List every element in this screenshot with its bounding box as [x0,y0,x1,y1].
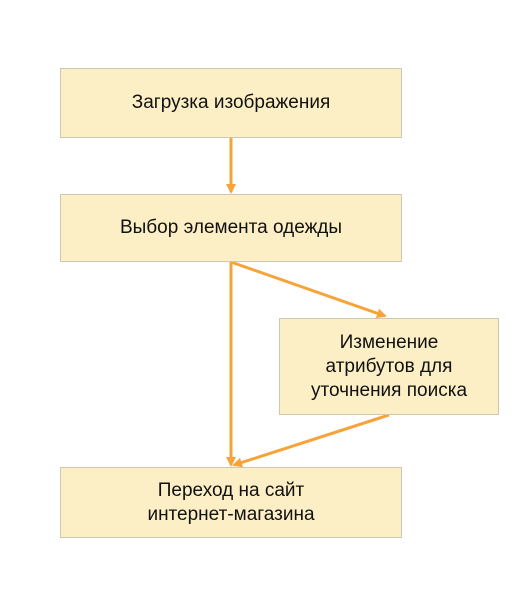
node-shop-redirect-label: Переход на сайт интернет-магазина [147,479,315,525]
node-clothing-selection: Выбор элемента одежды [60,194,402,262]
node-image-upload: Загрузка изображения [60,68,402,138]
node-clothing-selection-label: Выбор элемента одежды [119,217,343,238]
edge-refine-to-shop [232,413,390,468]
node-attribute-refinement: Изменение атрибутов для уточнения поиска [279,318,499,415]
node-attribute-refinement-label: Изменение атрибутов для уточнения поиска [310,331,468,401]
node-image-upload-label: Загрузка изображения [131,92,331,113]
edge-select-to-refine [230,260,387,319]
node-shop-redirect: Переход на сайт интернет-магазина [60,467,402,538]
